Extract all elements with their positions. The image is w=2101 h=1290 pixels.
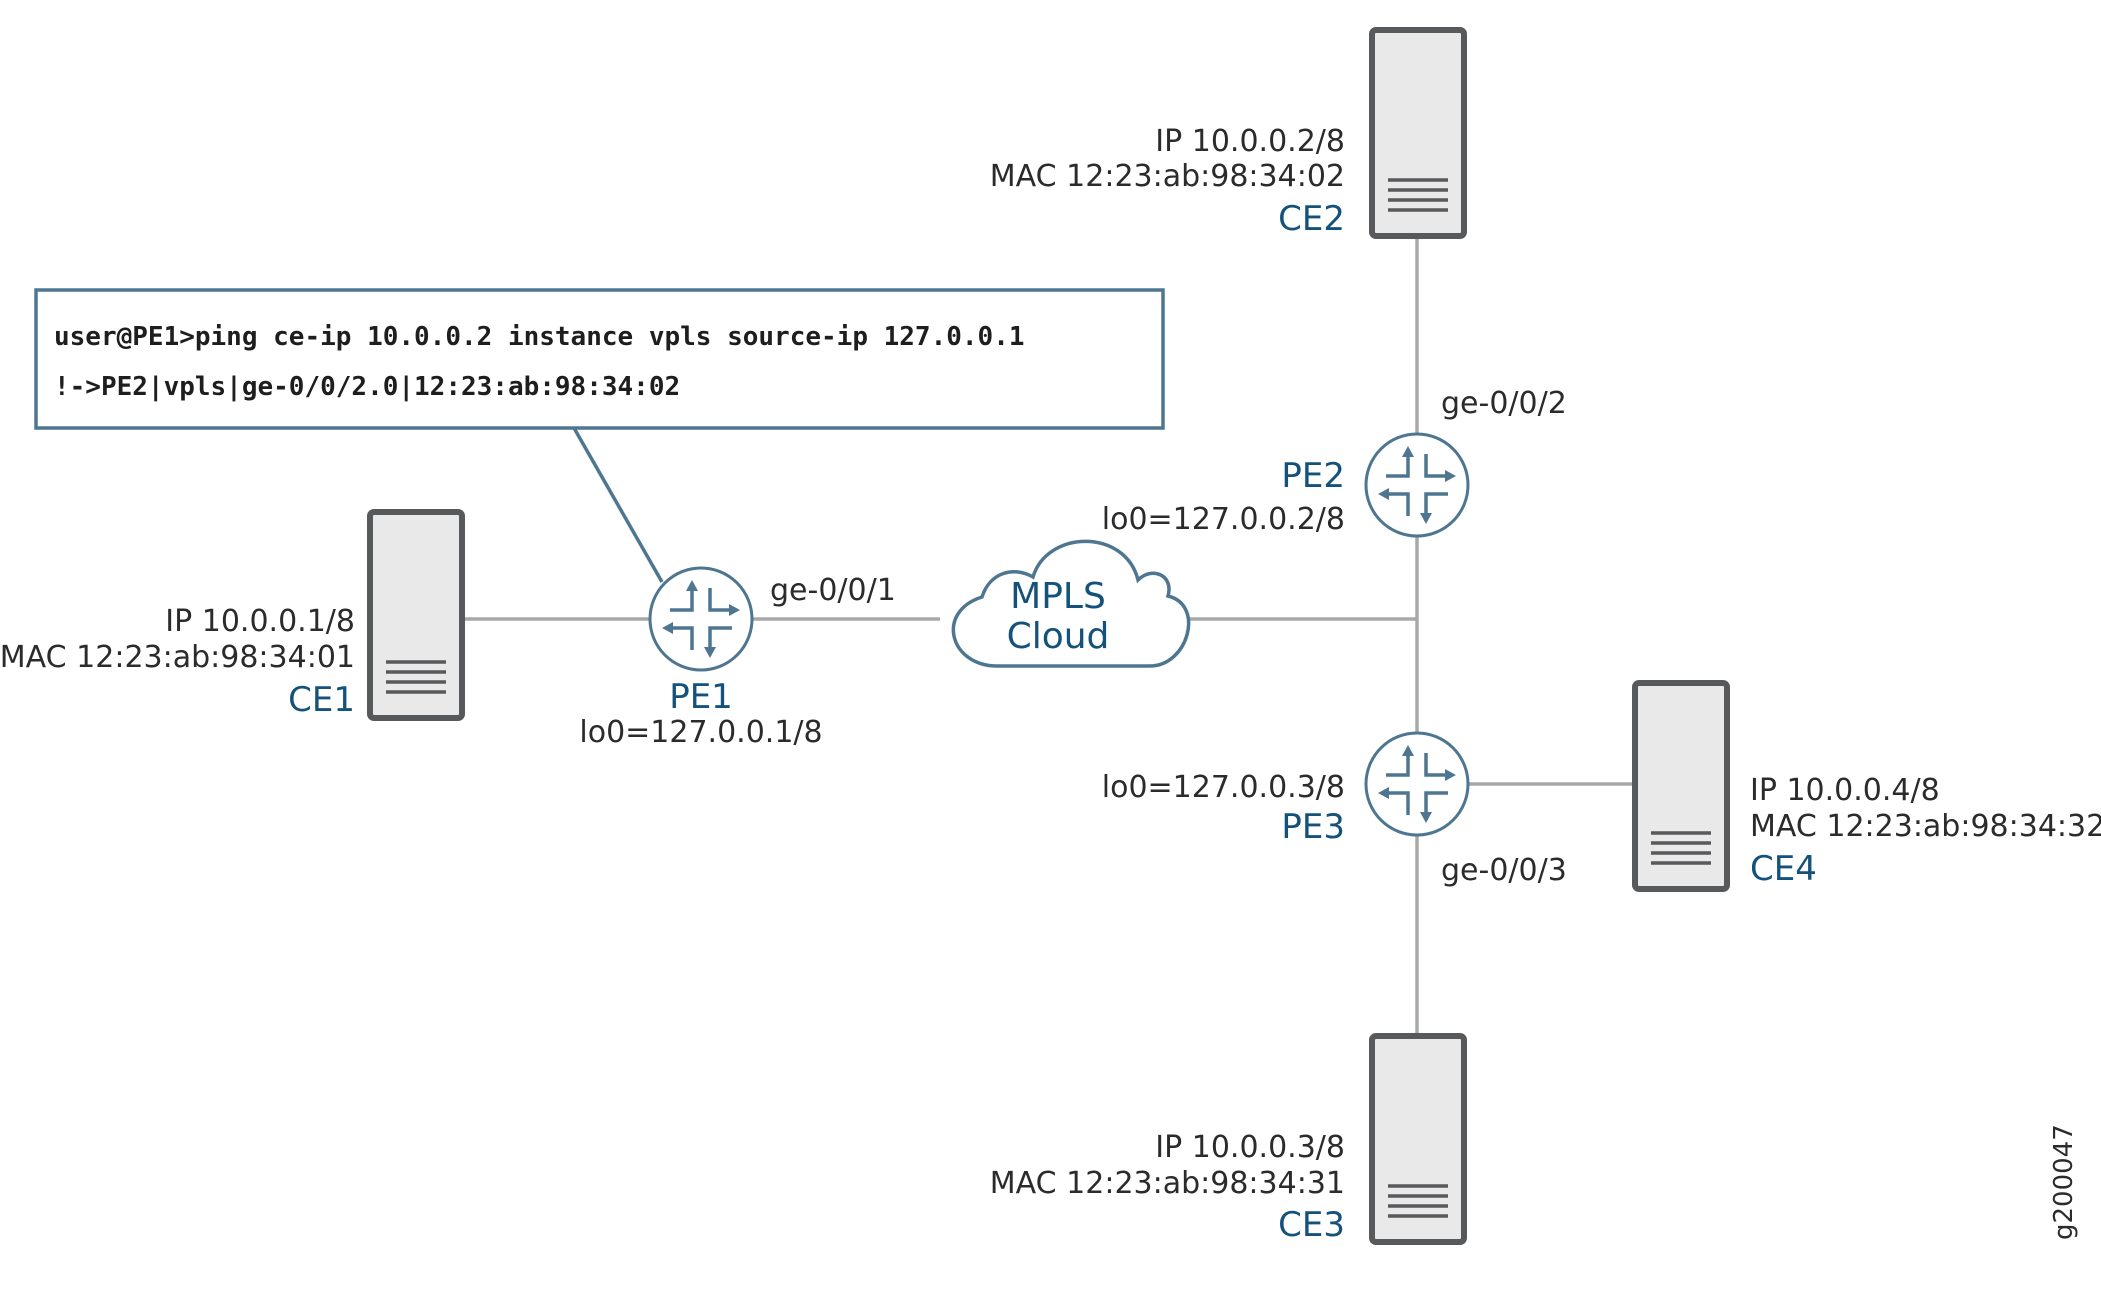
ce3-ip: IP 10.0.0.3/8 [1155,1130,1345,1165]
ce3-mac: MAC 12:23:ab:98:34:31 [990,1166,1345,1201]
pe3-name: PE3 [1281,807,1345,847]
ce2-node: IP 10.0.0.2/8 MAC 12:23:ab:98:34:02 CE2 [990,30,1464,239]
ce3-node: IP 10.0.0.3/8 MAC 12:23:ab:98:34:31 CE3 [990,1036,1464,1245]
ce2-ip: IP 10.0.0.2/8 [1155,124,1345,159]
ce2-mac: MAC 12:23:ab:98:34:02 [990,159,1345,194]
ce4-mac: MAC 12:23:ab:98:34:32 [1750,809,2101,844]
ce1-mac: MAC 12:23:ab:98:34:01 [0,640,355,675]
pe2-node: ge-0/0/2 PE2 lo0=127.0.0.2/8 [1102,386,1567,538]
cli-output: !->PE2|vpls|ge-0/0/2.0|12:23:ab:98:34:02 [54,372,680,402]
server-icon [1372,30,1464,236]
pe2-lo: lo0=127.0.0.2/8 [1102,502,1345,537]
ce1-name: CE1 [288,680,355,720]
pe3-interface: ge-0/0/3 [1441,853,1567,888]
pe2-interface: ge-0/0/2 [1441,386,1567,421]
pe1-node: ge-0/0/1 PE1 lo0=127.0.0.1/8 [579,566,896,750]
router-icon [648,566,754,672]
callout-pointer [572,427,664,583]
ce3-name: CE3 [1278,1205,1345,1245]
pe2-name: PE2 [1281,456,1345,496]
cloud-label-line1: MPLS [1010,576,1106,617]
pe3-node: lo0=127.0.0.3/8 PE3 ge-0/0/3 [1102,731,1567,888]
ce1-node: IP 10.0.0.1/8 MAC 12:23:ab:98:34:01 CE1 [0,512,462,720]
pe3-lo: lo0=127.0.0.3/8 [1102,770,1345,805]
ce4-name: CE4 [1750,849,1817,889]
server-icon [1635,683,1727,889]
ce4-ip: IP 10.0.0.4/8 [1750,773,1940,808]
cli-callout: user@PE1>ping ce-ip 10.0.0.2 instance vp… [34,288,1165,430]
server-icon [1372,1036,1464,1242]
router-icon [1364,432,1470,538]
figure-id: g200047 [2049,1124,2079,1240]
ce1-ip: IP 10.0.0.1/8 [165,604,355,639]
cli-command: user@PE1>ping ce-ip 10.0.0.2 instance vp… [54,322,1025,352]
pe1-name: PE1 [669,677,733,717]
cloud-label-line2: Cloud [1007,616,1110,657]
cloud-icon: MPLS Cloud [951,539,1191,668]
ce2-name: CE2 [1278,199,1345,239]
ce4-node: IP 10.0.0.4/8 MAC 12:23:ab:98:34:32 CE4 [1635,683,2101,889]
router-icon [1364,731,1470,837]
pe1-lo: lo0=127.0.0.1/8 [579,715,822,750]
pe1-interface: ge-0/0/1 [770,573,896,608]
server-icon [370,512,462,718]
